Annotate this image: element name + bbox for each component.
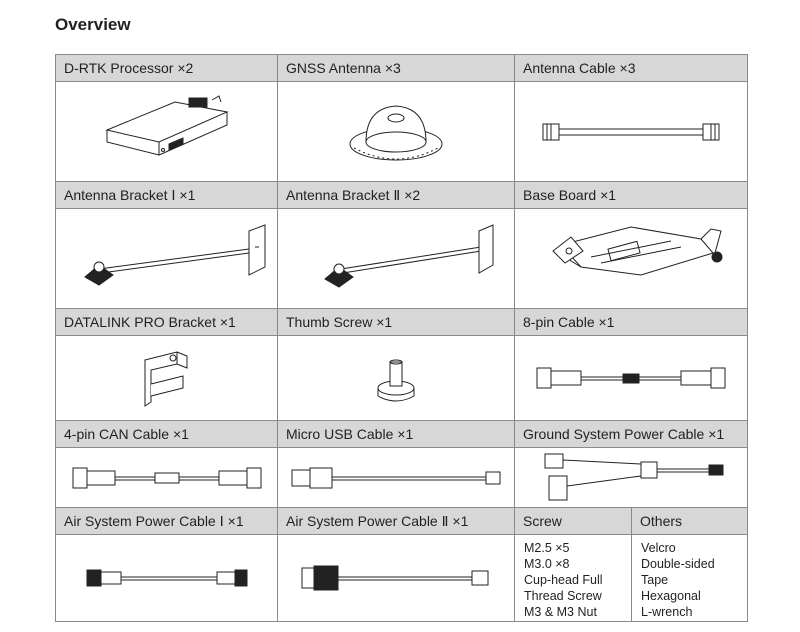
screw-line: Thread Screw — [524, 589, 602, 603]
item-image-antenna-bracket-2 — [277, 208, 515, 309]
air-system-power-cable-1-illustration — [67, 560, 267, 596]
micro-usb-cable-illustration — [286, 460, 506, 496]
others-line: Velcro — [641, 541, 676, 555]
item-image-thumb-screw — [277, 335, 515, 421]
item-header-others: Others — [631, 507, 748, 535]
others-contents: Velcro Double-sided Tape Hexagonal L-wre… — [631, 534, 748, 622]
screw-line: Cup-head Full — [524, 573, 603, 587]
air-system-power-cable-2-illustration — [286, 558, 506, 598]
screw-line: M3 & M3 Nut — [524, 605, 597, 619]
8-pin-cable-illustration — [531, 358, 731, 398]
antenna-bracket-1-illustration — [59, 219, 274, 299]
item-header-air-system-power-cable-1: Air System Power Cable Ⅰ ×1 — [55, 507, 278, 535]
others-line: Double-sided — [641, 557, 715, 571]
others-line: L-wrench — [641, 605, 693, 619]
screw-line: M3.0 ×8 — [524, 557, 570, 571]
item-image-d-rtk-processor — [55, 81, 278, 182]
thumb-screw-illustration — [366, 348, 426, 408]
item-image-base-board — [514, 208, 748, 309]
antenna-bracket-2-illustration — [281, 219, 511, 299]
item-image-antenna-cable — [514, 81, 748, 182]
screw-line: M2.5 ×5 — [524, 541, 570, 555]
item-image-datalink-pro-bracket — [55, 335, 278, 421]
others-line: Tape — [641, 573, 669, 587]
item-header-ground-system-power-cable: Ground System Power Cable ×1 — [514, 420, 748, 448]
item-header-antenna-bracket-2: Antenna Bracket Ⅱ ×2 — [277, 181, 515, 209]
item-image-ground-system-power-cable — [514, 447, 748, 508]
item-image-air-system-power-cable-1 — [55, 534, 278, 622]
item-header-8-pin-cable: 8-pin Cable ×1 — [514, 308, 748, 336]
item-image-antenna-bracket-1 — [55, 208, 278, 309]
item-image-8-pin-cable — [514, 335, 748, 421]
datalink-pro-bracket-illustration — [127, 340, 207, 416]
item-header-gnss-antenna: GNSS Antenna ×3 — [277, 54, 515, 82]
item-header-antenna-cable: Antenna Cable ×3 — [514, 54, 748, 82]
item-image-air-system-power-cable-2 — [277, 534, 515, 622]
item-header-air-system-power-cable-2: Air System Power Cable Ⅱ ×1 — [277, 507, 515, 535]
4-pin-can-cable-illustration — [67, 460, 267, 496]
item-image-gnss-antenna — [277, 81, 515, 182]
item-header-screw: Screw — [514, 507, 632, 535]
antenna-cable-illustration — [531, 102, 731, 162]
item-header-4-pin-can-cable: 4-pin CAN Cable ×1 — [55, 420, 278, 448]
item-image-4-pin-can-cable — [55, 447, 278, 508]
item-header-base-board: Base Board ×1 — [514, 181, 748, 209]
page-title: Overview — [55, 15, 131, 34]
item-image-micro-usb-cable — [277, 447, 515, 508]
item-header-thumb-screw: Thumb Screw ×1 — [277, 308, 515, 336]
d-rtk-processor-illustration — [97, 92, 237, 172]
package-contents-table: D-RTK Processor ×2 GNSS Antenna ×3 Anten… — [55, 54, 748, 622]
item-header-datalink-pro-bracket: DATALINK PRO Bracket ×1 — [55, 308, 278, 336]
item-header-d-rtk-processor: D-RTK Processor ×2 — [55, 54, 278, 82]
others-line: Hexagonal — [641, 589, 701, 603]
ground-system-power-cable-illustration — [531, 450, 731, 506]
item-header-micro-usb-cable: Micro USB Cable ×1 — [277, 420, 515, 448]
gnss-antenna-illustration — [336, 92, 456, 172]
screw-contents: M2.5 ×5 M3.0 ×8 Cup-head Full Thread Scr… — [514, 534, 632, 622]
base-board-illustration — [531, 217, 731, 301]
item-header-antenna-bracket-1: Antenna Bracket Ⅰ ×1 — [55, 181, 278, 209]
